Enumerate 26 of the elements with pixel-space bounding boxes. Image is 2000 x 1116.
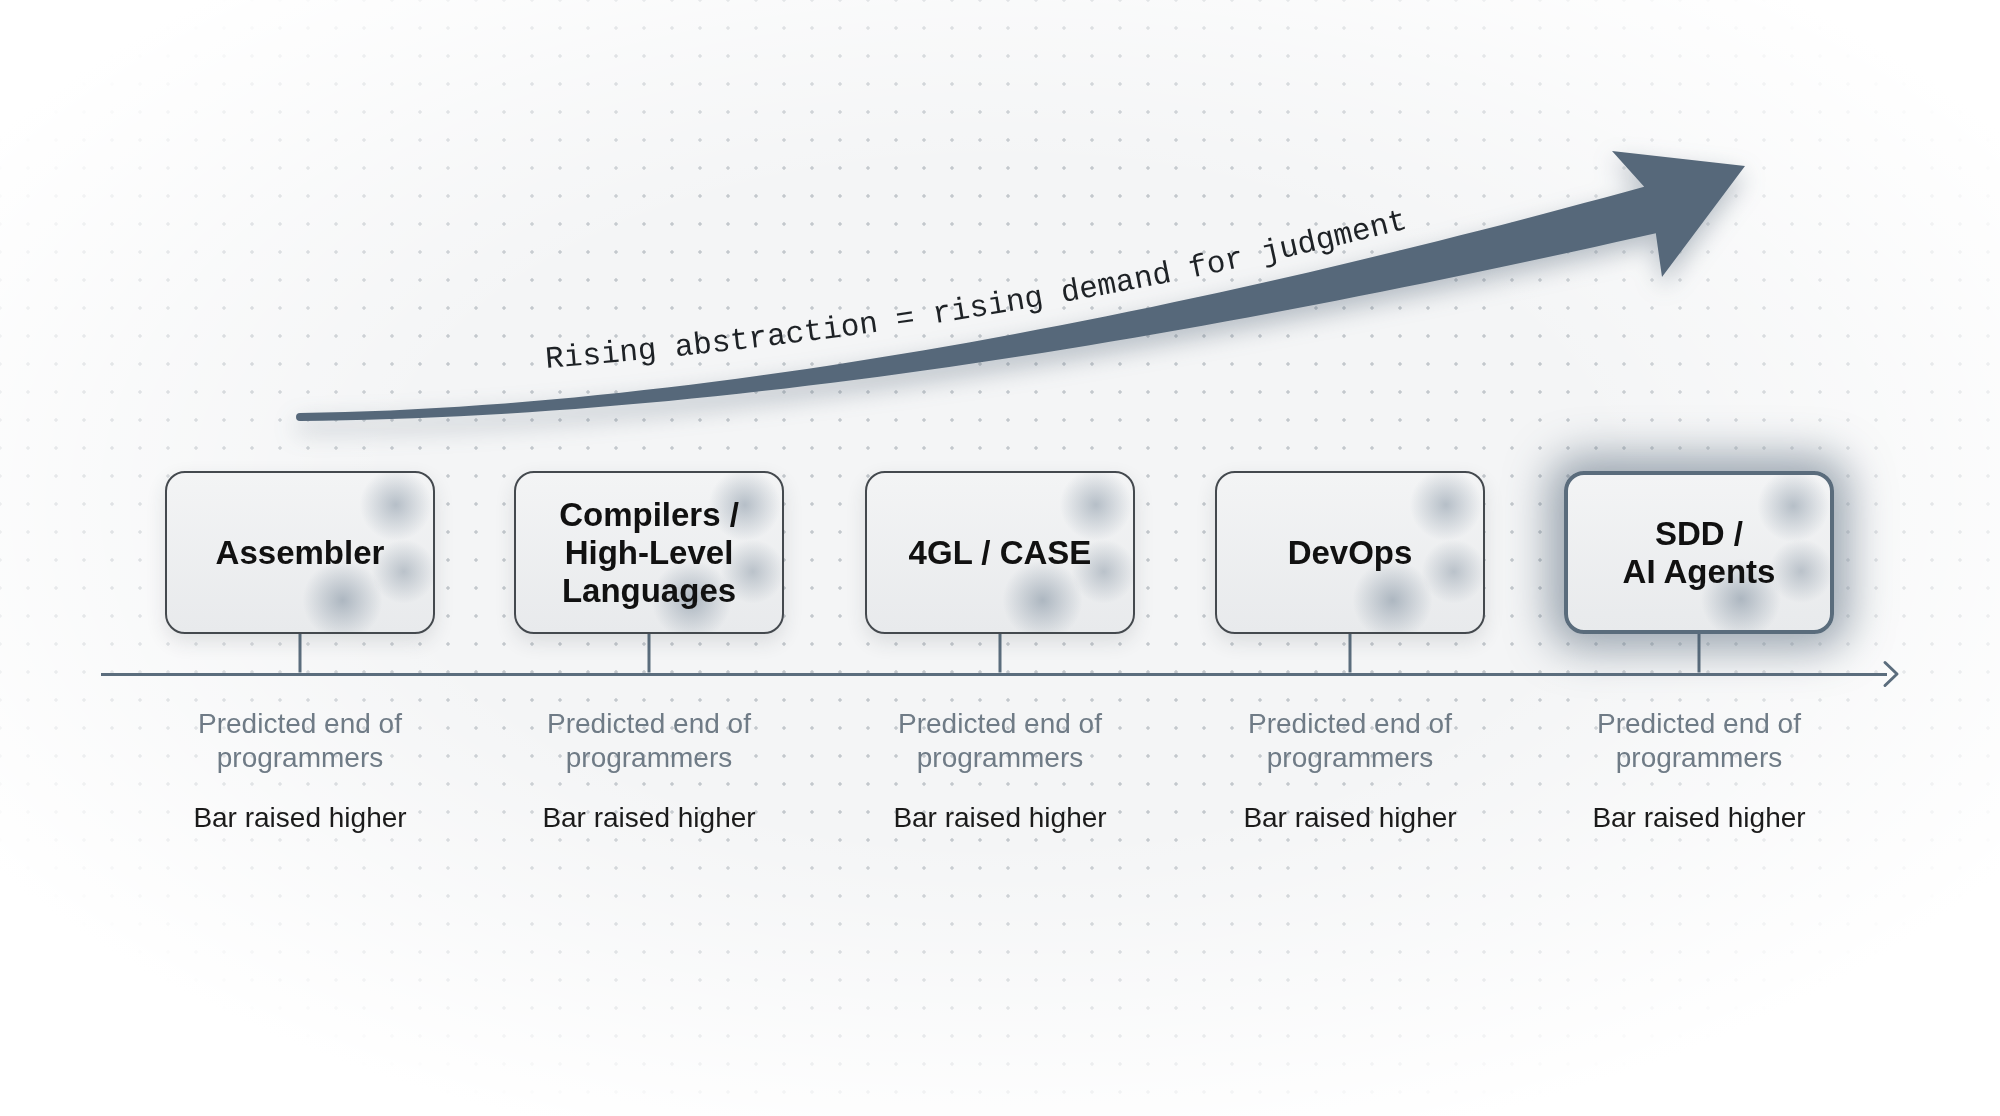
box-label: Compilers / High-Level Languages [558,495,740,610]
tick-line [298,634,302,673]
era-box [1215,471,1485,634]
timeline-bar [101,672,1887,676]
era-box [514,471,784,634]
era-box [165,471,435,634]
caption-text: Predicted end of programmers [1596,707,1802,775]
note-text: Bar raised higher [1591,801,1807,835]
note-text: Bar raised higher [192,801,408,835]
caption-text: Predicted end of programmers [546,707,752,775]
note-text: Bar raised higher [892,801,1108,835]
caption-text: Predicted end of programmers [1247,707,1453,775]
tick-line [998,634,1002,673]
era-box [1564,471,1834,634]
caption-text: Predicted end of programmers [197,707,403,775]
era-box [865,471,1135,634]
note-text: Bar raised higher [1242,801,1458,835]
box-label: Assembler [215,533,385,572]
caption-text: Predicted end of programmers [897,707,1103,775]
tick-line [1697,634,1701,673]
tick-line [1348,634,1352,673]
note-text: Bar raised higher [541,801,757,835]
box-label: SDD / AI Agents [1621,514,1777,591]
box-label: DevOps [1287,533,1413,572]
tick-line [647,634,651,673]
box-label: 4GL / CASE [908,533,1092,572]
